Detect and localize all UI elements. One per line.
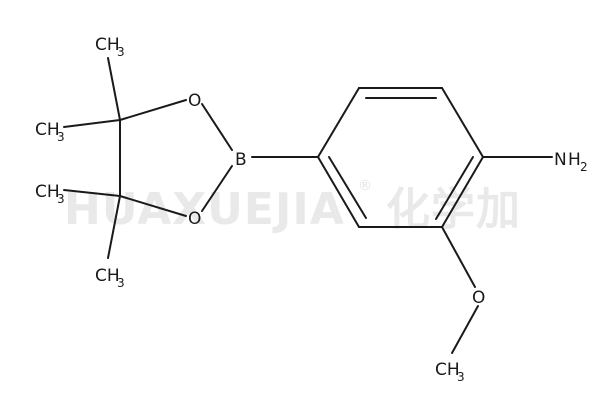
ring-bond-lower-left	[317, 156, 360, 228]
atom-oxygen-bottom: O	[188, 209, 201, 229]
atom-methyl-4-subscript: 3	[117, 276, 125, 290]
bond-ring-methoxy-o	[441, 226, 476, 288]
ring-bond-lower-right-inner	[435, 156, 474, 220]
atom-oxygen-top: O	[188, 91, 201, 111]
atom-amine-subscript: 2	[580, 160, 588, 174]
atom-boron: B	[235, 150, 247, 170]
atom-labels: O O B N H 2 O CH 3 CH 3 CH 3 CH 3 CH 3	[35, 35, 588, 384]
atom-methyl-1-ch: CH	[95, 35, 120, 55]
atom-methyl-3-ch: CH	[35, 182, 60, 202]
watermark-registered-mark: ®	[358, 178, 372, 194]
bond-methyl-1	[107, 57, 121, 121]
atom-amine-h: H	[568, 150, 581, 170]
atom-methyl-3-subscript: 3	[57, 192, 65, 206]
ring-bond-lower-right	[441, 156, 484, 228]
watermark: HUAXUEJIA ® 化学加	[64, 178, 520, 235]
bond-methoxy-o-ch3	[451, 305, 479, 354]
bond-o-bottom-carbon	[119, 195, 187, 217]
ring-bond-upper-right	[441, 87, 484, 158]
atom-methoxy-ch3-subscript: 3	[457, 370, 465, 384]
atom-methoxy-oxygen: O	[472, 288, 485, 308]
ring-bond-lower-left-inner	[328, 156, 367, 219]
atom-methyl-4-ch: CH	[95, 266, 120, 286]
atom-amine-n: N	[554, 150, 567, 170]
bonds	[63, 57, 553, 354]
bond-methyl-2	[63, 119, 121, 128]
bond-boron-o-bottom	[201, 165, 233, 212]
bond-methyl-3	[63, 189, 121, 197]
atom-methoxy-ch3: CH	[435, 360, 460, 380]
watermark-text: HUAXUEJIA	[64, 184, 345, 235]
atom-methyl-2-subscript: 3	[57, 130, 65, 144]
bond-o-top-carbon	[119, 99, 187, 121]
bond-boron-o-top	[201, 103, 233, 151]
atom-methyl-2-ch: CH	[35, 120, 60, 140]
bond-methyl-4	[107, 195, 121, 259]
ring-bond-upper-left	[317, 87, 360, 158]
atom-methyl-1-subscript: 3	[117, 45, 125, 59]
